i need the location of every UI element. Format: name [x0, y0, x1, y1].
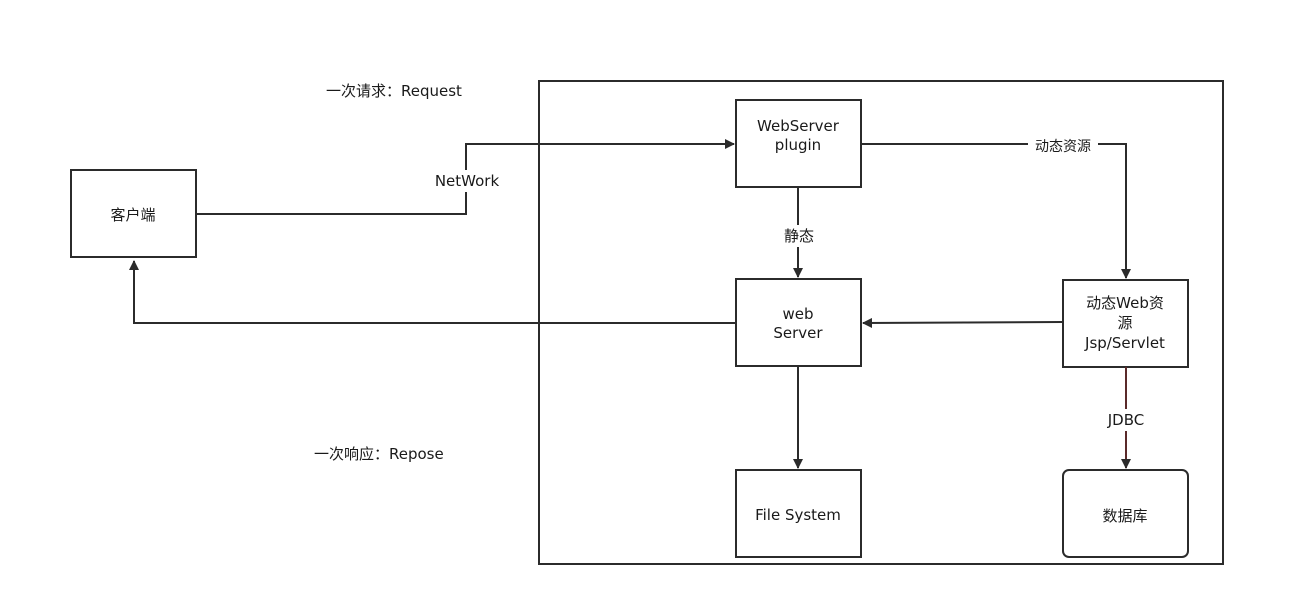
dynamic-resource-label-line3: Jsp/Servlet [1084, 334, 1165, 352]
dynamic-edge [861, 143, 1131, 279]
dynamic-label-bg [1028, 136, 1098, 156]
network-label-bg [428, 170, 506, 192]
request-annotation: 一次请求：Request [326, 82, 462, 100]
dynamic-to-webserver-edge [862, 317, 1064, 328]
file-system-label: File System [755, 506, 841, 524]
static-label: 静态 [784, 227, 814, 245]
web-server-label-line1: web [782, 305, 813, 323]
dynamic-resource-box [1062, 279, 1189, 368]
webserver-plugin-label-line1: WebServer [757, 117, 840, 135]
file-system-box [735, 469, 862, 558]
jdbc-label-bg [1102, 409, 1150, 431]
jdbc-label: JDBC [1107, 411, 1144, 429]
response-annotation: 一次响应：Repose [314, 445, 444, 463]
response-edge [129, 260, 736, 324]
client-box [70, 169, 197, 258]
network-label: NetWork [435, 172, 500, 190]
dynamic-resource-label-line1: 动态Web资 [1086, 294, 1164, 312]
web-server-box [735, 278, 862, 367]
dynamic-label: 动态资源 [1035, 139, 1091, 155]
webserver-plugin-label-line2: plugin [775, 136, 821, 154]
dynamic-resource-label-line2: 源 [1117, 314, 1132, 332]
database-box [1062, 469, 1189, 558]
web-server-label-line2: Server [773, 324, 823, 342]
webserver-plugin-box [735, 99, 862, 188]
static-label-bg [780, 225, 818, 247]
client-label: 客户端 [110, 206, 155, 224]
database-label: 数据库 [1102, 507, 1147, 525]
